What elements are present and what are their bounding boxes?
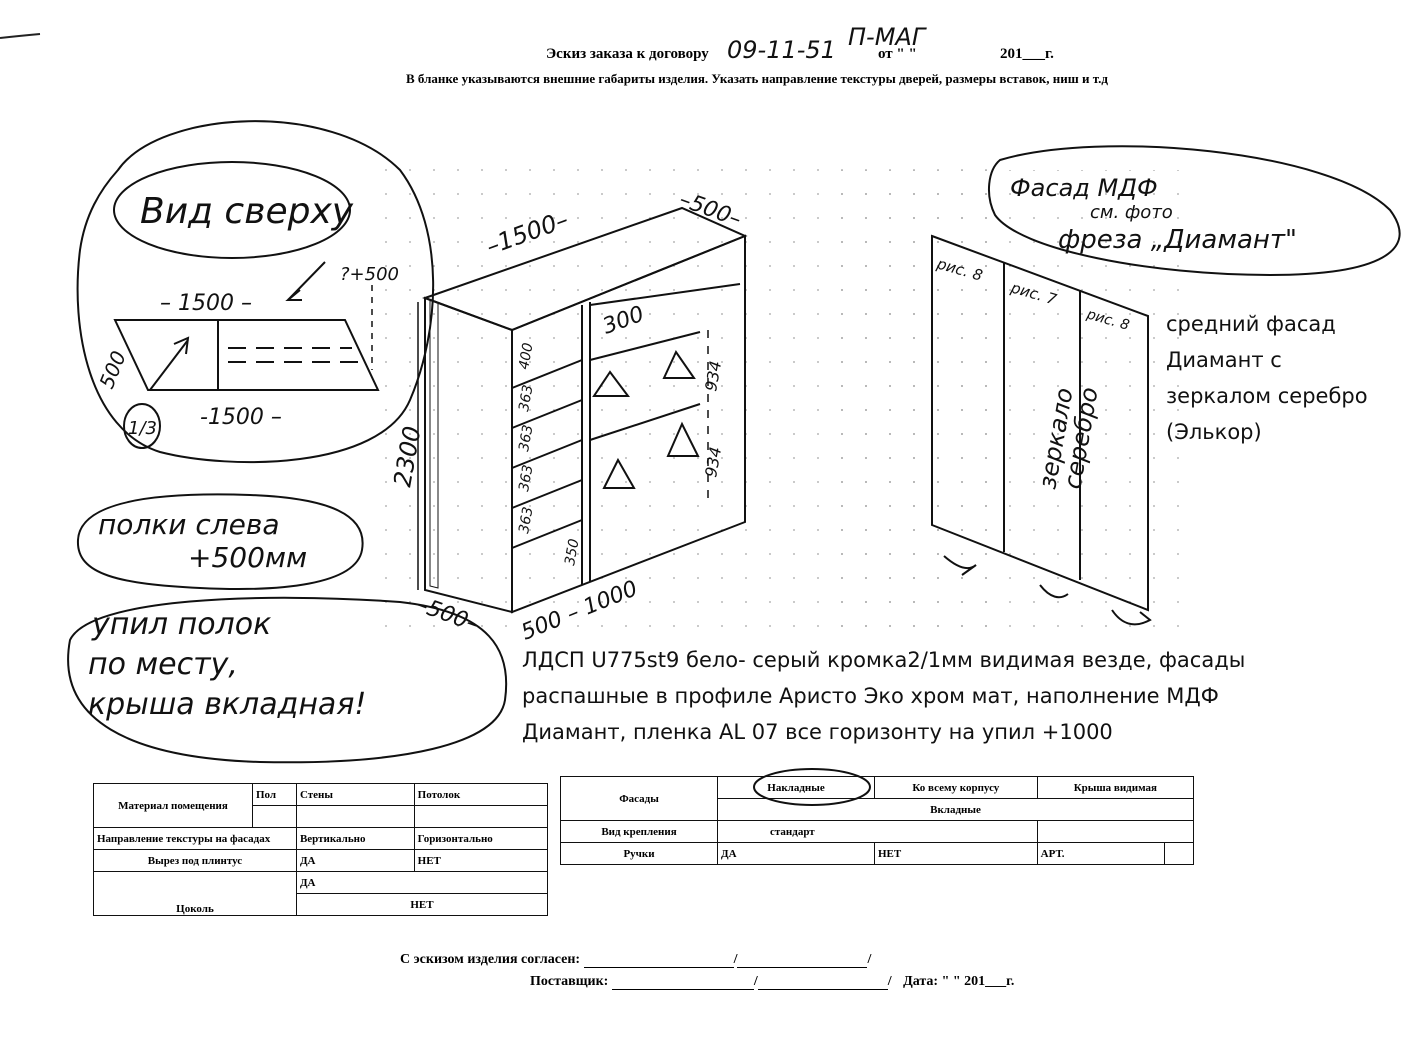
cabinet-shelf-4: 363 xyxy=(516,464,536,493)
typed-note-right: средний фасад Диамант с зеркалом серебро… xyxy=(1166,306,1411,450)
supplier-row: Поставщик: // Дата: " " 201___г. xyxy=(530,974,1015,990)
typed-note-right-line: (Элькор) xyxy=(1166,420,1262,444)
form-year: 201___г. xyxy=(1000,46,1054,62)
cabinet-shelf-6: 350 xyxy=(562,538,582,567)
plinth-label: Цоколь xyxy=(93,871,297,916)
supplier-date: Дата: " " 201___г. xyxy=(903,974,1015,989)
supplier-label: Поставщик: xyxy=(530,974,609,989)
rule-note-bubble xyxy=(67,596,508,764)
agreement-row: С эскизом изделия согласен: // xyxy=(400,952,872,968)
material-label: Материал помещения xyxy=(93,783,253,828)
rule-note-line-2: по месту, xyxy=(88,647,238,682)
top-view-dim-side: 500 xyxy=(94,347,131,391)
facade-sketch xyxy=(931,234,1152,626)
mount-value: стандарт xyxy=(717,820,1038,843)
top-view-shape xyxy=(113,319,380,391)
floor-label: Пол xyxy=(252,783,297,806)
cutout-label: Вырез под плинтус xyxy=(93,849,297,872)
overlay-label: Накладные xyxy=(717,776,875,799)
typed-note-right-line: Диамант с xyxy=(1166,348,1282,372)
plinth-yes: ДА xyxy=(295,871,549,894)
order-number: 09-11-51 xyxy=(727,36,836,64)
handles-yes: ДА xyxy=(717,842,875,865)
agreement-line-1[interactable] xyxy=(583,953,734,968)
cabinet-shelf-5: 363 xyxy=(516,506,536,535)
corner-mark xyxy=(0,33,41,39)
roof-visible-label: Крыша видимая xyxy=(1036,776,1195,799)
facade-note-line-3: фреза „Диамант" xyxy=(1058,225,1297,255)
form-date-from: от " " xyxy=(878,46,917,62)
form-subtitle: В бланке указываются внешние габариты из… xyxy=(406,71,1108,86)
top-view-bubble xyxy=(76,120,435,464)
typed-note-right-line: зеркалом серебро xyxy=(1166,384,1368,408)
horizontal-label: Горизонтально xyxy=(413,827,549,850)
typed-note-main-line: распашные в профиле Аристо Эко хром мат,… xyxy=(522,684,1219,708)
top-view-label: Вид сверху xyxy=(140,191,354,232)
supplier-line-1[interactable] xyxy=(611,975,754,990)
shelves-note-line-2: +500мм xyxy=(188,541,307,574)
cutout-no: НЕТ xyxy=(413,849,549,872)
typed-note-right-line: средний фасад xyxy=(1166,312,1336,336)
form-title: Эскиз заказа к договору xyxy=(546,46,709,62)
mount-empty xyxy=(1036,820,1195,843)
room-material-table: Материал помещения Пол Стены Потолок Нап… xyxy=(93,783,549,916)
ceiling-value xyxy=(413,805,549,828)
plinth-no: НЕТ xyxy=(295,893,549,916)
facade-note-bubble xyxy=(988,145,1401,277)
cabinet-shelf-3: 363 xyxy=(516,424,536,453)
walls-value xyxy=(295,805,415,828)
shelves-note-line-1: полки слева xyxy=(98,508,280,541)
agreement-label: С эскизом изделия согласен: xyxy=(400,952,581,967)
ceiling-label: Потолок xyxy=(413,783,549,806)
top-view-fraction: 1/3 xyxy=(128,418,157,439)
top-view-dim-bottom: -1500 – xyxy=(200,405,282,430)
typed-note-main: ЛДСП U775st9 бело- серый кромка2/1мм вид… xyxy=(522,642,1402,750)
top-view-dim-top: – 1500 – xyxy=(160,291,252,316)
inset-label: Вкладные xyxy=(717,798,1194,821)
cabinet-shelf-2: 363 xyxy=(516,384,536,413)
typed-note-main-line: Диамант, пленка AL 07 все горизонту на у… xyxy=(522,720,1113,744)
facades-label: Фасады xyxy=(560,776,718,821)
mount-label: Вид крепления xyxy=(560,820,718,843)
facade-note-line-2: см. фото xyxy=(1090,202,1173,223)
rule-note-line-3: крыша вкладная! xyxy=(88,687,366,722)
texture-label: Направление текстуры на фасадах xyxy=(93,827,297,850)
handles-empty xyxy=(1164,842,1194,865)
facade-mount-table: Фасады Накладные Ко всему корпусу Крыша … xyxy=(560,776,1195,865)
handles-no: НЕТ xyxy=(874,842,1038,865)
handles-art: АРТ. xyxy=(1036,842,1166,865)
top-view-dim-ext: ?+500 xyxy=(340,264,399,285)
rule-note-line-1: упил полок xyxy=(91,607,271,642)
cutout-yes: ДА xyxy=(295,849,415,872)
supplier-line-2[interactable] xyxy=(757,975,888,990)
handles-label: Ручки xyxy=(560,842,718,865)
dotted-grid-right xyxy=(830,170,1190,630)
vertical-label: Вертикально xyxy=(295,827,415,850)
order-tag: П-МАГ xyxy=(848,23,927,51)
facade-note-line-1: Фасад МДФ xyxy=(1010,174,1158,202)
walls-label: Стены xyxy=(295,783,415,806)
agreement-line-2[interactable] xyxy=(737,953,868,968)
floor-value xyxy=(252,805,297,828)
cabinet-sketch xyxy=(417,206,748,614)
top-view-label-oval xyxy=(113,161,351,259)
whole-body-label: Ко всему корпусу xyxy=(874,776,1038,799)
typed-note-main-line: ЛДСП U775st9 бело- серый кромка2/1мм вид… xyxy=(522,648,1246,672)
shelves-note-bubble xyxy=(76,493,364,590)
cabinet-shelf-1: 400 xyxy=(516,342,536,371)
